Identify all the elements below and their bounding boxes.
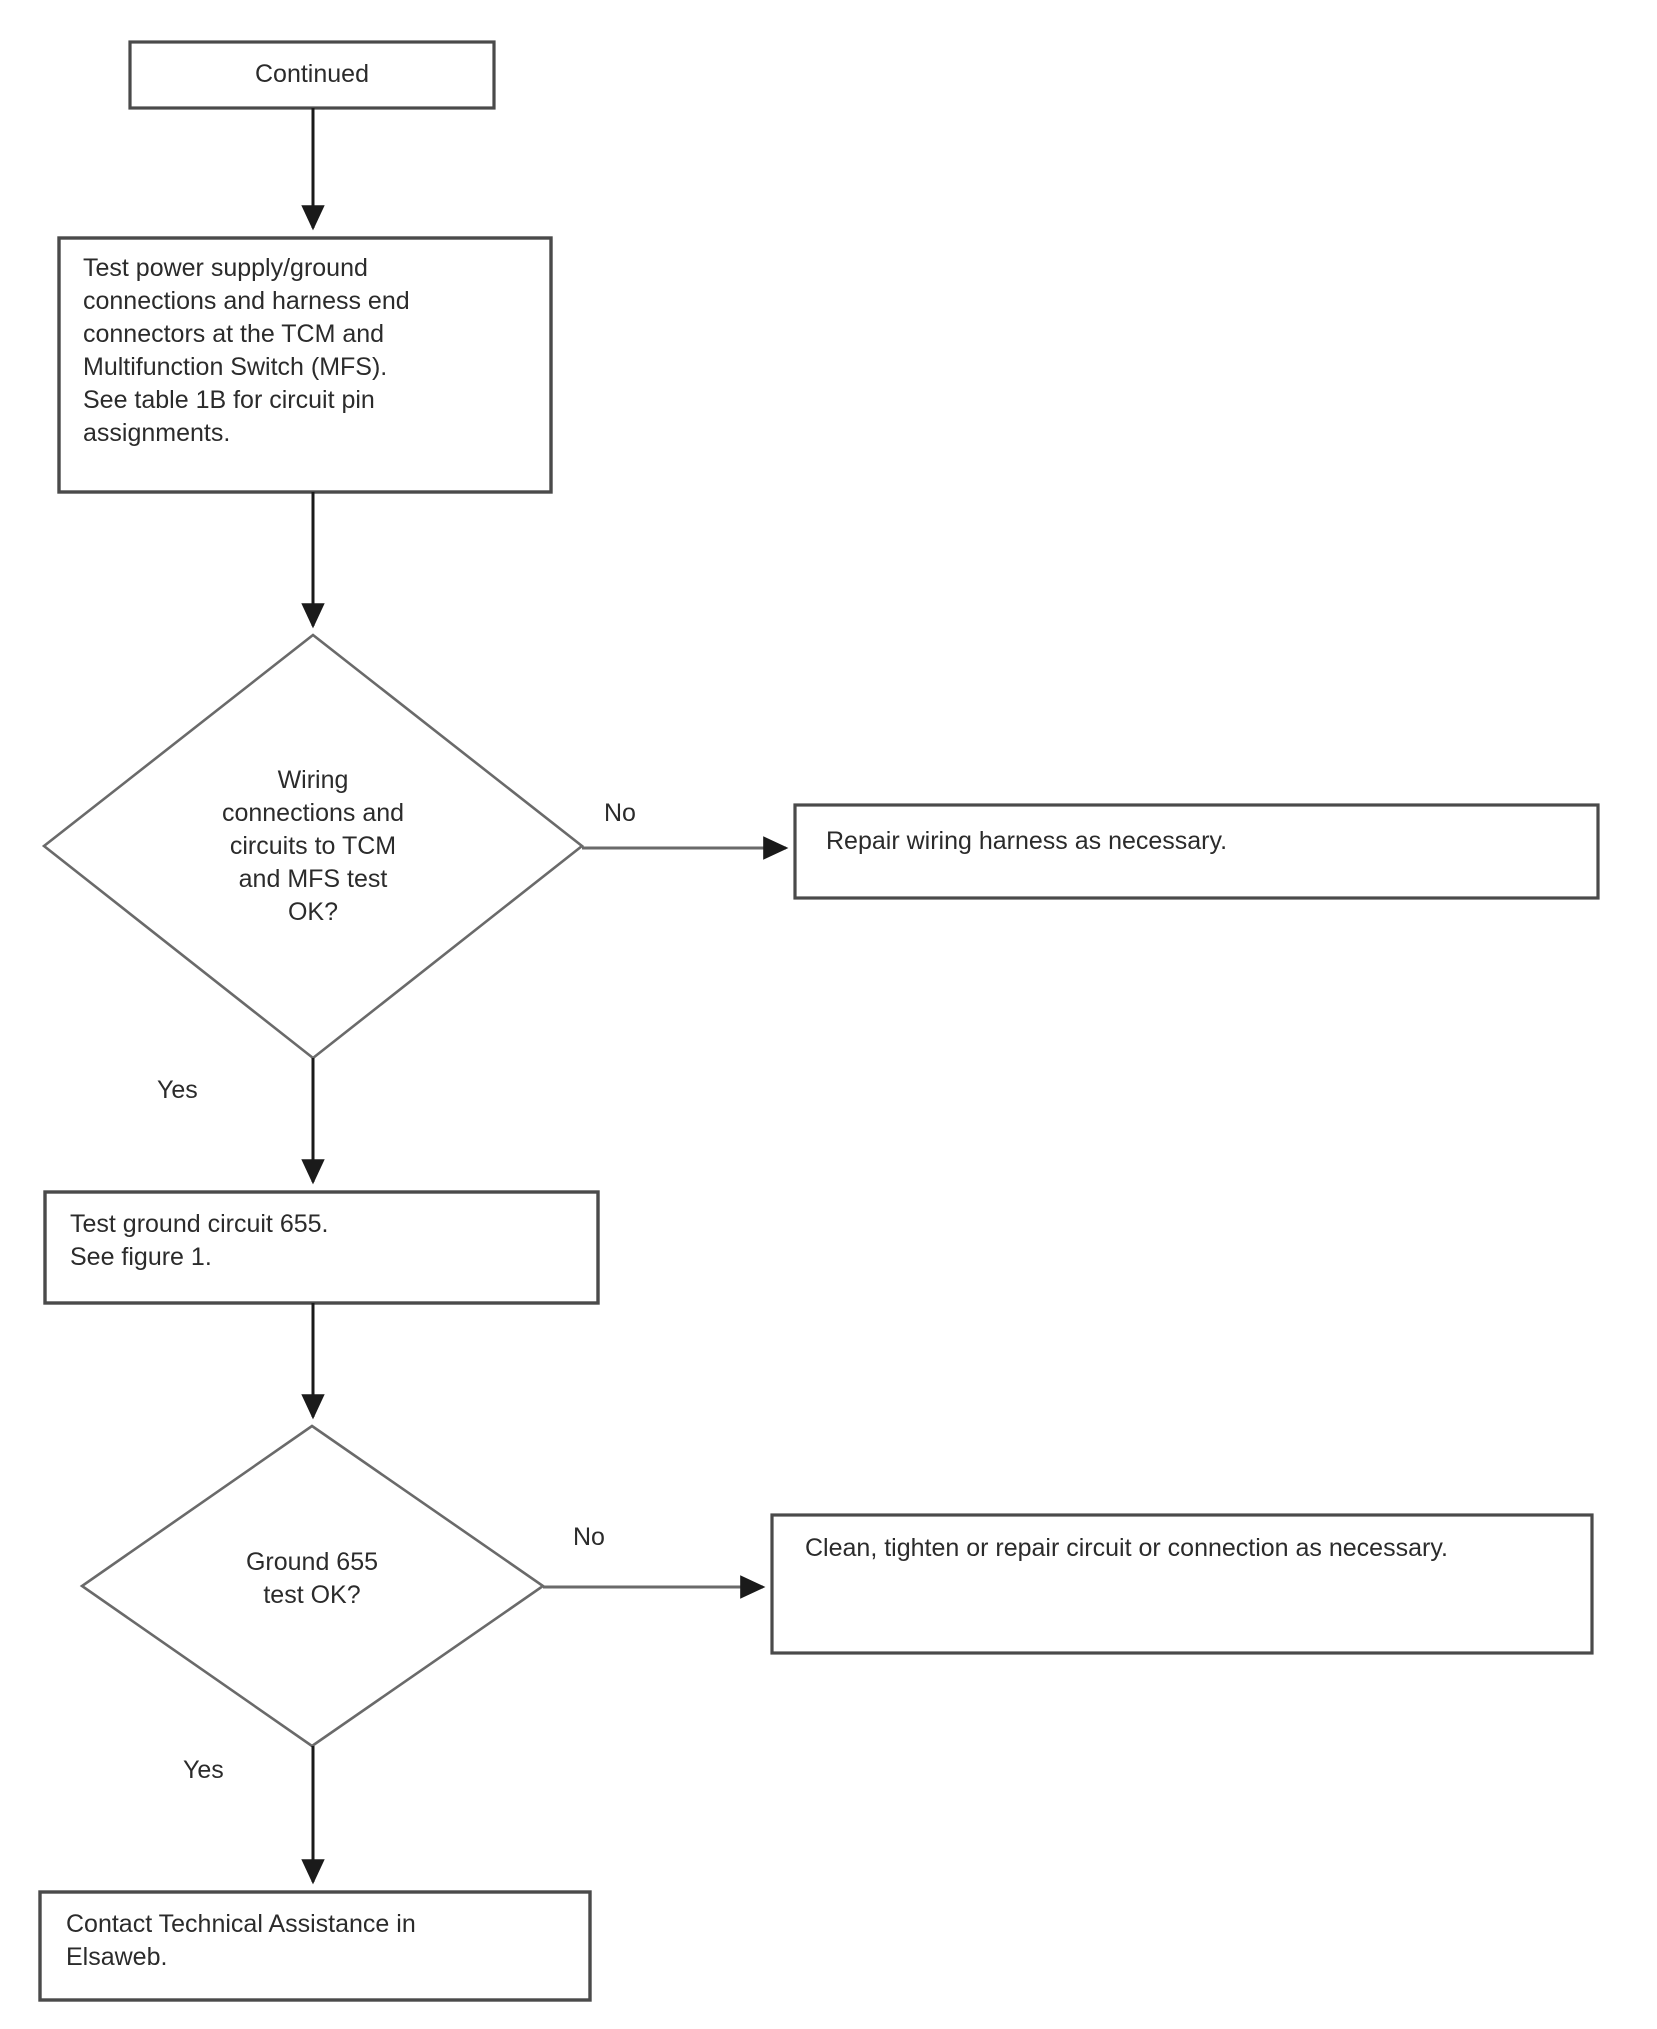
node-contact-technical-assistance-shape [38,1890,592,2002]
node-ground-decision-shape [79,1424,546,1748]
node-test-ground-655-shape [43,1190,600,1305]
node-wiring-decision-shape [41,633,585,1060]
node-repair-harness-shape [793,803,1600,900]
edge-label-ground-no: No [573,1523,605,1551]
edge-label-wiring-yes: Yes [157,1076,198,1104]
node-continued-shape [128,40,496,110]
edge-label-wiring-no: No [604,799,636,827]
node-test-power-supply-shape [57,236,553,494]
edge-label-ground-yes: Yes [183,1756,224,1784]
node-clean-tighten-shape [770,1513,1594,1655]
